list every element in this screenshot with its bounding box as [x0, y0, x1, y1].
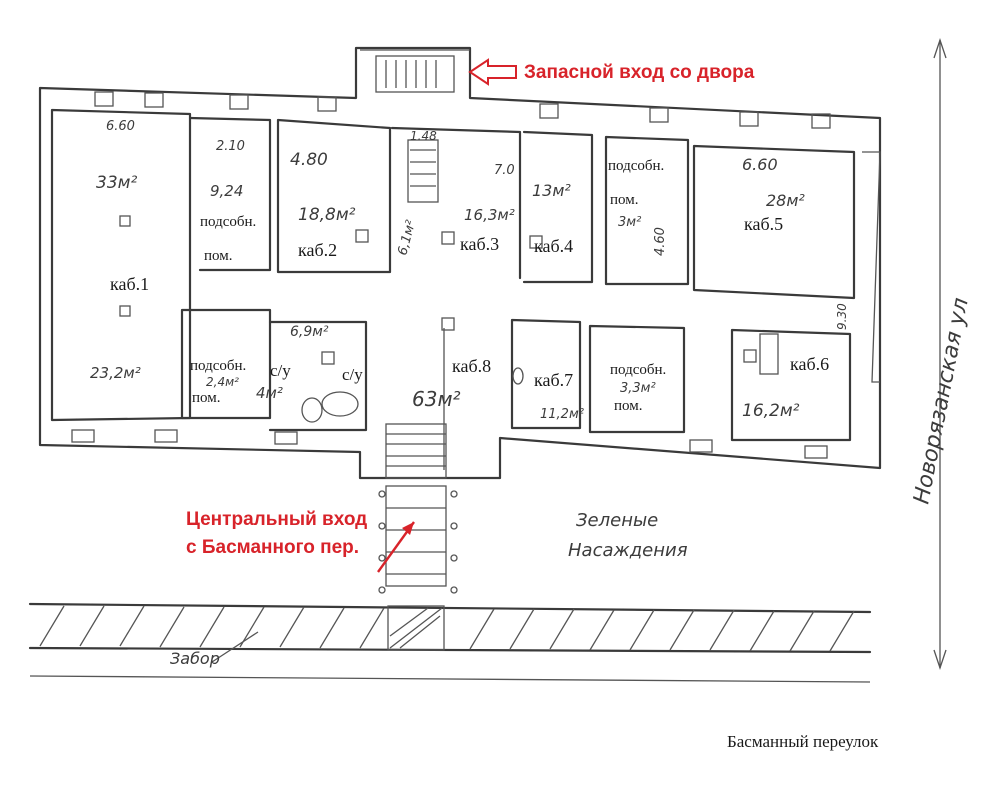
room-area-3: 16,3м²: [464, 206, 515, 224]
room-dim-2: 4.80: [290, 150, 328, 170]
room-dim-1: 6.60: [106, 119, 135, 134]
room-label-2: каб.2: [298, 240, 337, 260]
room-area-2: 18,8м²: [298, 205, 356, 225]
utility-label-3b: пом.: [192, 390, 220, 406]
room-area-7: 11,2м²: [540, 407, 584, 422]
room-area-6: 16,2м²: [742, 401, 800, 421]
room-dim-5: 6.60: [742, 155, 778, 174]
utility-dim-2: 4.60: [653, 227, 668, 256]
room-label-4: каб.4: [534, 236, 573, 256]
wc-area-1: 4м²: [256, 384, 283, 402]
room-label-5: каб.5: [744, 214, 783, 234]
greenery-label-2: Насаждения: [568, 540, 688, 561]
wc-label-1: с/у: [270, 361, 291, 380]
room-area-1b: 23,2м²: [90, 364, 141, 382]
main-entrance-label-line1: Центральный вход: [186, 509, 367, 530]
room-label-7: каб.7: [534, 370, 573, 390]
room-label-8: каб.8: [452, 356, 491, 376]
utility-label-3a: подсобн.: [190, 358, 246, 374]
windows: [71, 91, 831, 459]
wc-label-2: с/у: [342, 365, 363, 384]
back-entrance-label: Запасной вход со двора: [524, 62, 755, 83]
utility-area-2: 3м²: [618, 215, 641, 230]
utility-label-2b: пом.: [610, 192, 638, 208]
room-label-3: каб.3: [460, 234, 499, 254]
room-area-5: 28м²: [766, 191, 805, 210]
street-label-right: Новорязанская ул: [909, 296, 973, 506]
utility-label-1b: пом.: [204, 248, 232, 264]
utility-dim-1: 2.10: [216, 139, 245, 154]
room-dim-3: 7.0: [494, 163, 515, 178]
back-entrance-arrow: [468, 58, 517, 86]
room-label-1: каб.1: [110, 274, 149, 294]
entrance-steps: [378, 423, 458, 594]
utility-label-2a: подсобн.: [608, 158, 664, 174]
room-area-8: 63м²: [412, 387, 461, 411]
room-dim-6: 9.30: [835, 303, 849, 330]
street-markers: [862, 37, 947, 671]
room-label-6: каб.6: [790, 354, 829, 374]
utility-area-1: 9,24: [210, 182, 243, 200]
utility-label-1a: подсобн.: [200, 214, 256, 230]
interior-walls: [180, 116, 856, 470]
wc-area-2: 6,9м²: [290, 324, 329, 340]
utility-area-4: 3,3м²: [620, 381, 656, 396]
utility-label-4a: подсобн.: [610, 362, 666, 378]
room-area-1a: 33м²: [96, 173, 137, 193]
lane-label: Басманный переулок: [727, 732, 879, 751]
corridor-dim: 1.48: [410, 129, 437, 143]
main-entrance-label-line2: с Басманного пер.: [186, 537, 359, 558]
fence-hatching: [28, 602, 872, 683]
utility-area-3: 2,4м²: [206, 375, 239, 389]
annotation-arrows: [377, 58, 517, 573]
utility-label-4b: пом.: [614, 398, 642, 414]
fence-label: Забор: [170, 649, 220, 668]
greenery-label-1: Зеленые: [576, 510, 658, 531]
fixtures: [119, 215, 779, 423]
room-area-4: 13м²: [532, 181, 571, 200]
corridor-area: 6,1м²: [395, 219, 419, 257]
